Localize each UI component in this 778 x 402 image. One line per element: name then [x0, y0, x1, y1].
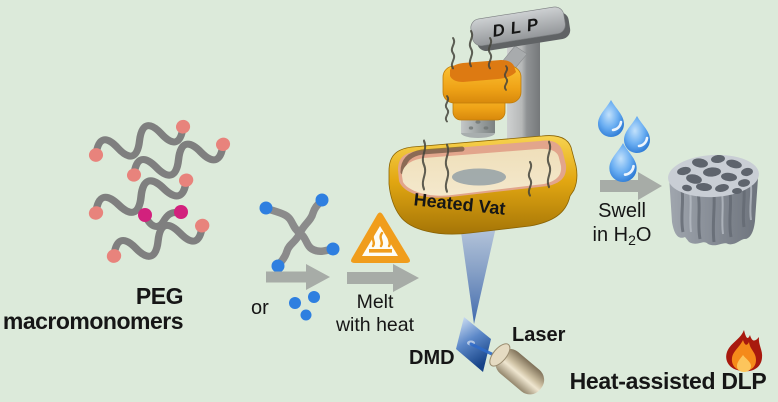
title-label: Heat-assisted DLP [570, 368, 767, 394]
peg-label-line2: macromonomers [3, 308, 183, 334]
water-droplet-icon [609, 143, 637, 182]
swell-label-line2: in H2O [593, 224, 652, 248]
water-droplet-icon [624, 116, 650, 153]
laser-source [489, 343, 545, 395]
monomer-dots [289, 291, 320, 321]
melt-label-line2: with heat [335, 314, 415, 336]
laser-label: Laser [512, 324, 566, 346]
hot-surface-warning-icon [351, 212, 410, 263]
polymer-chain [106, 218, 210, 263]
polymer-chain-magenta-ends [138, 205, 188, 230]
dmd-label: DMD [409, 347, 455, 369]
star-polymer [259, 193, 340, 273]
peg-macromonomers-cluster [88, 119, 231, 263]
flame-icon [726, 330, 763, 372]
water-droplet-icon [598, 100, 624, 137]
cured-layer-spot [452, 168, 506, 186]
peg-label-line1: PEG [136, 283, 183, 309]
arrow-right-icon [266, 264, 330, 290]
porous-scaffold [668, 154, 759, 246]
scaffold-pores [677, 154, 753, 195]
build-head [442, 60, 522, 138]
swell-label-line1: Swell [598, 200, 646, 222]
build-head-top-face [450, 60, 516, 82]
or-label: or [251, 297, 269, 319]
water-droplets [598, 100, 650, 182]
melt-label-line1: Melt [357, 291, 394, 313]
polymer-chain [88, 119, 191, 162]
arrow-right-icon [600, 172, 662, 200]
dlp-sign: DLP [470, 6, 571, 52]
heated-vat [388, 135, 578, 235]
projection-beam [459, 218, 498, 324]
arrow-right-icon [347, 264, 419, 292]
polymer-chain [126, 137, 231, 182]
heat-wave-icon [421, 29, 552, 197]
polymer-chain [88, 173, 194, 220]
